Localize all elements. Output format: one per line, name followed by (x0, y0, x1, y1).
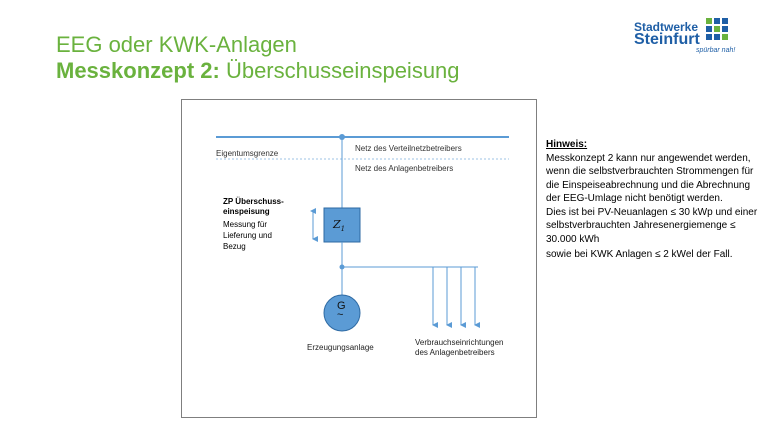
zp-title: ZP Überschuss-einspeisung (223, 197, 284, 216)
hint-box: Hinweis: Messkonzept 2 kann nur angewend… (546, 138, 758, 262)
meter-symbol: Z (333, 218, 341, 231)
meter-subscript: 1 (340, 225, 346, 234)
logo-line2: Steinfurt (634, 31, 700, 48)
hint-paragraph-1: Messkonzept 2 kann nur angewendet werden… (546, 152, 754, 205)
logo-tagline: spürbar nah! (696, 47, 736, 54)
page-title: EEG oder KWK-Anlagen (56, 32, 297, 57)
verbrauch-label: Verbrauchseinrichtungen des Anlagenbetre… (415, 338, 504, 357)
zp-description: Messung für Lieferung und Bezug (223, 220, 272, 251)
logo-line1: Stadtwerke (634, 20, 699, 34)
netz-anlagen-label: Netz des Anlagenbetreibers (355, 164, 454, 173)
meter-label: Z1 (333, 218, 345, 233)
netz-verteil-label: Netz des Verteilnetzbetreibers (355, 144, 462, 153)
page-subtitle: Messkonzept 2: Überschusseinspeisung (56, 58, 460, 84)
messkonzept-diagram: Eigentumsgrenze Netz des Verteilnetzbetr… (181, 99, 537, 418)
company-logo: Stadtwerke Steinfurt spürbar nah! (634, 16, 736, 56)
subtitle-bold: Messkonzept 2: (56, 58, 220, 83)
generator-tilde: ~ (337, 309, 344, 321)
hint-heading: Hinweis: (546, 139, 588, 150)
generator-circle (323, 294, 361, 332)
generator-symbol: G (337, 300, 346, 312)
logo-squares-icon (706, 18, 728, 40)
subtitle-rest: Überschusseinspeisung (219, 58, 460, 83)
erzeugung-label: Erzeugungsanlage (307, 343, 374, 352)
hint-paragraph-3: sowie bei KWK Anlagen ≤ 2 kWel der Fall. (546, 249, 733, 260)
hint-paragraph-2: Dies ist bei PV-Neuanlagen ≤ 30 kWp und … (546, 206, 758, 245)
diagram-lines (216, 134, 509, 332)
eigentumsgrenze-label: Eigentumsgrenze (216, 149, 279, 158)
